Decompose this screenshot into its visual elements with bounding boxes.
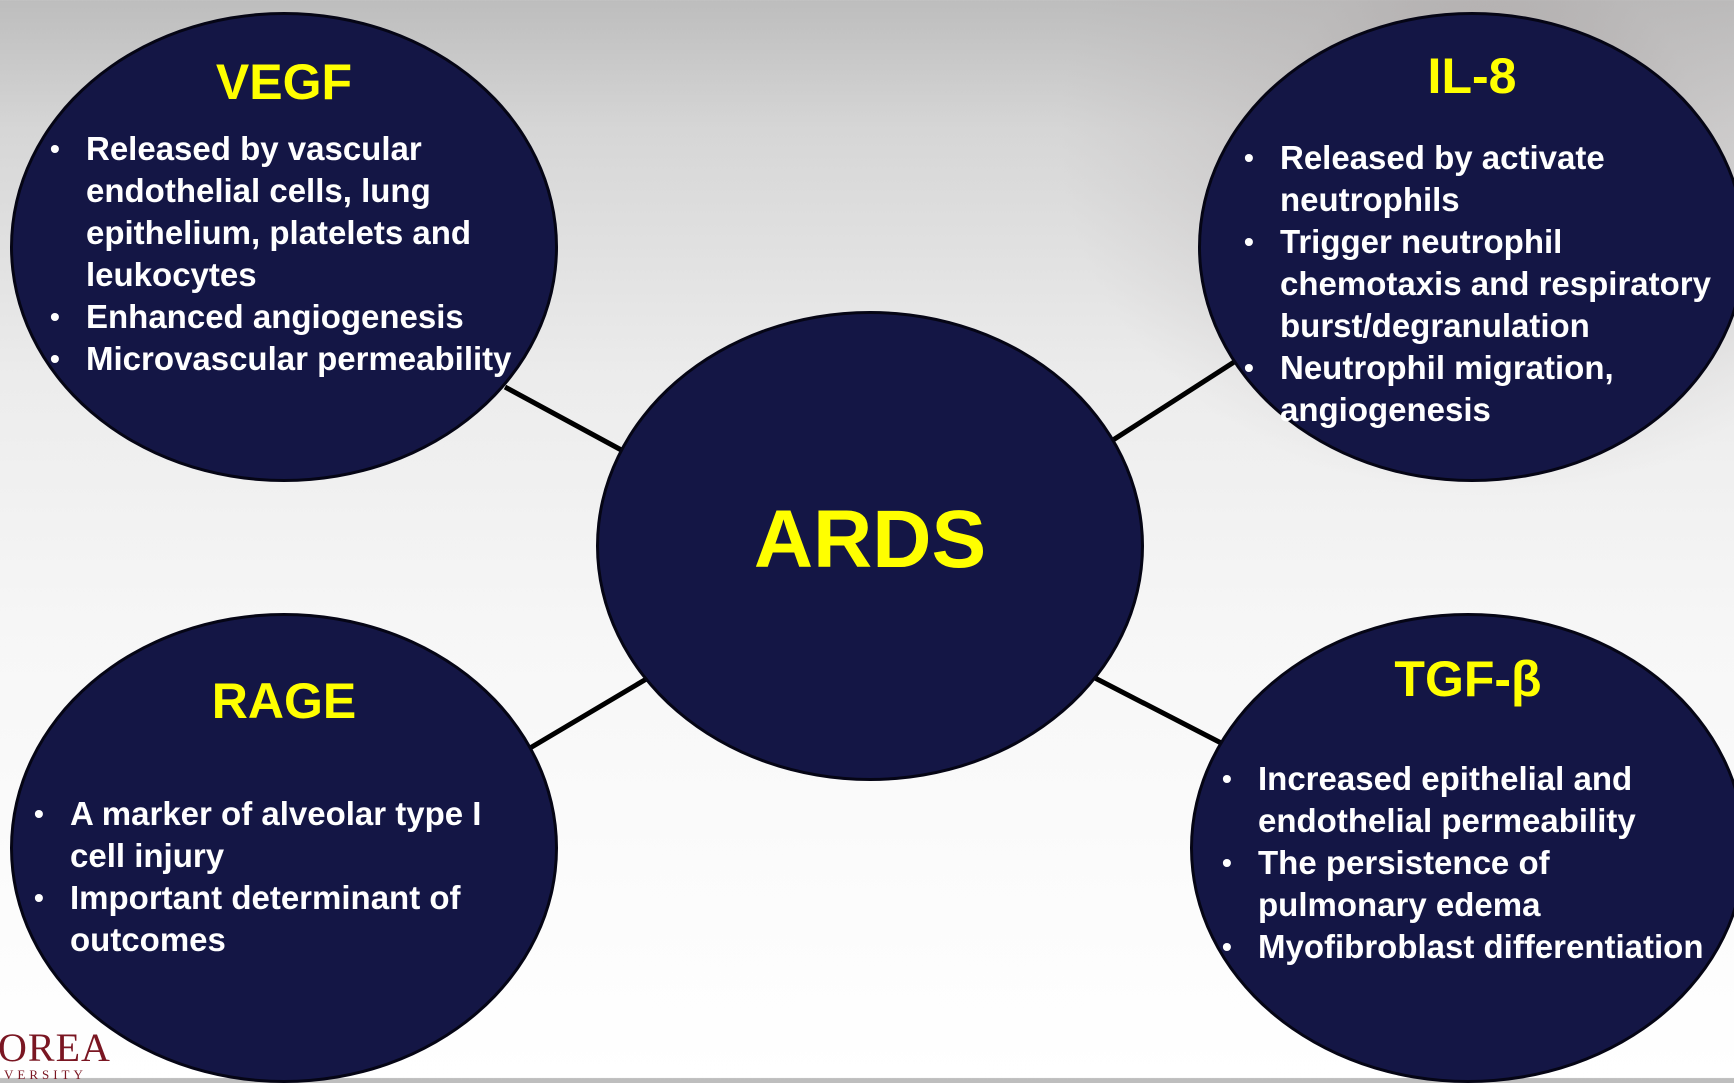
list-item: Increased epithelial and endothelial per… (1222, 758, 1704, 842)
connector-rage (523, 675, 650, 754)
list-item: Microvascular permeability (50, 338, 526, 380)
node-tgfb-list: Increased epithelial and endothelial per… (1222, 758, 1704, 968)
connector-vegf (503, 384, 627, 455)
list-item: A marker of alveolar type I cell injury (34, 793, 510, 877)
node-rage-list: A marker of alveolar type I cell injury … (34, 793, 510, 961)
connector-tgfb (1093, 675, 1227, 748)
node-ards-title: ARDS (753, 494, 987, 585)
list-item: Enhanced angiogenesis (50, 296, 526, 338)
node-vegf-list: Released by vascular endothelial cells, … (50, 128, 526, 380)
logo-wordmark: OREA (0, 1025, 111, 1070)
node-tgfb: TGF-β Increased epithelial and endotheli… (1190, 613, 1734, 1083)
node-il8-title: IL-8 (1427, 48, 1517, 104)
node-vegf-title: VEGF (215, 54, 353, 110)
list-item: Myofibroblast differentiation (1222, 926, 1704, 968)
node-il8: IL-8 Released by activate neutrophils Tr… (1198, 12, 1734, 482)
list-item: Trigger neutrophil chemotaxis and respir… (1244, 221, 1734, 347)
list-item: Important determinant of outcomes (34, 877, 510, 961)
node-tgfb-title: TGF-β (1394, 651, 1542, 707)
list-item: Released by vascular endothelial cells, … (50, 128, 526, 296)
list-item: The persistence of pulmonary edema (1222, 842, 1704, 926)
university-logo: OREA VERSITY (0, 1028, 111, 1082)
node-il8-list: Released by activate neutrophils Trigger… (1244, 137, 1734, 431)
node-vegf: VEGF Released by vascular endothelial ce… (10, 12, 558, 482)
node-rage-title: RAGE (211, 673, 357, 729)
node-ards: ARDS (596, 311, 1144, 781)
list-item: Neutrophil migration, angiogenesis (1244, 347, 1734, 431)
connector-il8 (1111, 352, 1247, 443)
node-rage: RAGE A marker of alveolar type I cell in… (10, 613, 558, 1083)
logo-subtext: VERSITY (4, 1067, 87, 1082)
list-item: Released by activate neutrophils (1244, 137, 1734, 221)
